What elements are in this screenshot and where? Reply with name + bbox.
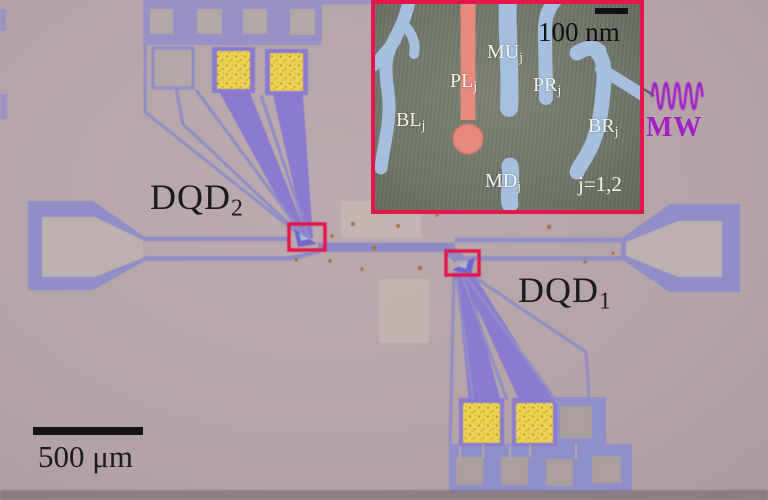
dqd1-gate-fanout (448, 257, 632, 492)
dqd1-gold-bond-pad (463, 403, 500, 443)
gate-label-bl: BLj (396, 109, 426, 133)
dqd2-label: DQD2 (150, 177, 244, 222)
gate-pl (452, 4, 484, 155)
dqd2-fan-lines (143, 45, 311, 243)
gate-mu (498, 4, 519, 117)
cpw-feedline (143, 236, 622, 261)
dqd2-gate-fanout (143, 0, 372, 247)
gate-label-md: MDj (485, 170, 521, 194)
dqd1-highlight-box (444, 249, 481, 277)
dqd1-fan-lines (448, 270, 591, 448)
dqd1-gold-bond-pad (516, 403, 553, 443)
inset-scale-bar (595, 8, 628, 14)
mw-wave-icon (650, 81, 704, 111)
gate-label-pr: PRj (533, 74, 562, 98)
dqd1-probe-pads (456, 406, 621, 486)
dqd2-gold-bond-pad (217, 51, 250, 89)
gate-index-label: j=1,2 (578, 172, 622, 196)
gate-label-pl: PLj (450, 70, 478, 94)
dqd2-highlight-box (287, 222, 327, 252)
resonator-bend (444, 243, 463, 263)
gate-label-br: BRj (588, 115, 619, 139)
dqd2-gold-bond-pad (270, 53, 303, 91)
right-launcher-pad (621, 204, 740, 292)
sem-inset: 100 nm BLj PLj MUj PRj BRj MDj j=1,2 (371, 0, 644, 214)
dqd2-probe-pads (150, 9, 315, 35)
gate-md (500, 157, 520, 210)
gate-label-mu: MUj (487, 41, 523, 65)
gate-br-mw-arm (595, 63, 640, 101)
resonator-center-band (318, 242, 455, 252)
edge-fragments (0, 9, 7, 119)
dqd1-label: DQD1 (518, 270, 612, 315)
main-scale-bar (33, 427, 143, 435)
gate-pr (537, 4, 562, 105)
main-scale-label: 500 μm (38, 439, 133, 474)
sem-gate-electrodes (375, 4, 640, 210)
mw-label: MW (646, 112, 703, 143)
gate-bl (375, 4, 416, 175)
dqd1-gap-traces (459, 444, 577, 462)
inset-scale-label: 100 nm (538, 17, 620, 47)
left-launcher-pad (28, 201, 143, 290)
photo-edge-shadow (0, 490, 768, 500)
dust-specks (294, 213, 615, 271)
marker-square (379, 279, 429, 343)
